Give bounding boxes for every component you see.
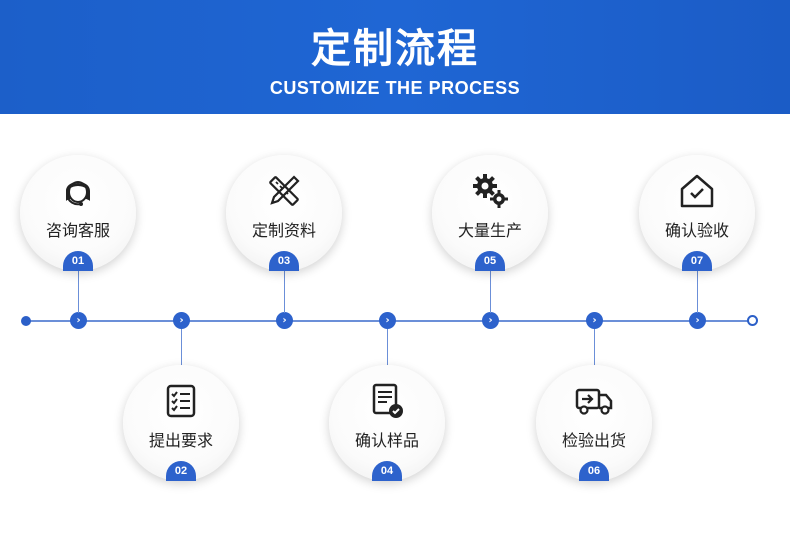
checklist-icon — [161, 381, 201, 421]
step-label: 确认验收 — [664, 221, 729, 240]
connector-1 — [78, 271, 79, 313]
connector-7 — [697, 271, 698, 313]
step-label: 提出要求 — [148, 431, 213, 450]
timeline-node-3: › — [276, 312, 293, 329]
document-check-icon — [367, 381, 407, 421]
timeline-node-5: › — [482, 312, 499, 329]
step-label: 大量生产 — [457, 221, 522, 240]
page-title: 定制流程 — [311, 26, 479, 72]
timeline-node-7: › — [689, 312, 706, 329]
step-number-badge: 07 — [682, 251, 712, 271]
page-subtitle: CUSTOMIZE THE PROCESS — [269, 78, 521, 98]
page-header: 定制流程 CUSTOMIZE THE PROCESS — [0, 0, 790, 114]
connector-5 — [490, 271, 491, 313]
step-submit-requirements: 提出要求 02 — [123, 365, 239, 481]
connector-2 — [181, 329, 182, 372]
step-confirm-acceptance: 确认验收 07 — [639, 155, 755, 271]
step-number-badge: 02 — [166, 461, 196, 481]
step-number-badge: 06 — [579, 461, 609, 481]
gears-icon — [470, 171, 510, 211]
timeline-node-6: › — [586, 312, 603, 329]
timeline-start-dot — [21, 316, 31, 326]
step-custom-materials: 定制资料 03 — [226, 155, 342, 271]
step-number-badge: 05 — [475, 251, 505, 271]
timeline-node-2: › — [173, 312, 190, 329]
timeline-node-1: › — [70, 312, 87, 329]
step-confirm-sample: 确认样品 04 — [329, 365, 445, 481]
ruler-pencil-icon — [264, 171, 304, 211]
step-consult-service: 咨询客服 01 — [20, 155, 136, 271]
step-mass-production: 大量生产 05 — [432, 155, 548, 271]
step-number-badge: 01 — [63, 251, 93, 271]
step-label: 确认样品 — [354, 431, 419, 450]
step-inspect-ship: 检验出货 06 — [536, 365, 652, 481]
house-check-icon — [677, 171, 717, 211]
connector-6 — [594, 329, 595, 372]
step-label: 咨询客服 — [45, 221, 110, 240]
timeline-end-dot — [747, 315, 758, 326]
step-label: 定制资料 — [251, 221, 316, 240]
timeline-node-4: › — [379, 312, 396, 329]
connector-3 — [284, 271, 285, 313]
step-number-badge: 03 — [269, 251, 299, 271]
customer-service-icon — [58, 171, 98, 211]
connector-4 — [387, 329, 388, 372]
step-number-badge: 04 — [372, 461, 402, 481]
delivery-truck-icon — [574, 381, 614, 421]
step-label: 检验出货 — [561, 431, 626, 450]
